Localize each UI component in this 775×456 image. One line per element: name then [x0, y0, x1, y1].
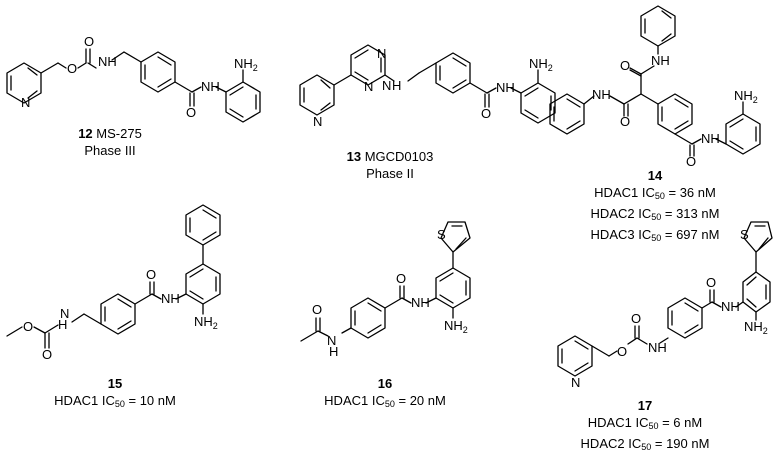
ic50-line: HDAC1 IC50 = 36 nM — [594, 185, 716, 201]
compound-status: Phase III — [84, 143, 136, 158]
atom-label-n: N — [382, 78, 391, 93]
atom-label-h: H — [329, 344, 338, 359]
atom-label-o: O — [67, 61, 77, 76]
atom-label-nh2: NH2 — [194, 314, 218, 331]
compound-number: 13 — [346, 149, 362, 164]
atom-label-nh2: NH2 — [734, 88, 758, 105]
atom-label-nh: NH — [201, 79, 220, 94]
structure-15 — [6, 204, 221, 349]
ic50-line: HDAC1 IC50 = 10 nM — [54, 393, 176, 409]
atom-label-s: S — [437, 227, 446, 242]
atom-label-n: N — [313, 114, 322, 129]
atom-label-o: O — [620, 114, 630, 129]
atom-label-nh: NH — [98, 54, 117, 69]
structure-13 — [299, 44, 556, 124]
atom-label-o: O — [706, 275, 716, 290]
atom-label-o: O — [42, 347, 52, 362]
atom-label-nh2: NH2 — [744, 319, 768, 336]
compound-number: 12 — [78, 126, 93, 141]
atom-label-nh: H — [58, 317, 67, 332]
atom-label-nh: NH — [701, 131, 720, 146]
atom-label-o: O — [631, 311, 641, 326]
atom-label-nh: NH — [651, 53, 670, 68]
compound-number: 17 — [637, 398, 653, 413]
atom-label-n: N — [60, 306, 69, 321]
atom-label-o: O — [84, 34, 94, 49]
atom-label-nh: NH — [648, 340, 667, 355]
structure-16 — [300, 221, 471, 342]
atom-label-o: O — [617, 344, 627, 359]
caption-13: 13 MGCD0103 Phase II — [325, 148, 455, 182]
atom-label-o: O — [146, 267, 156, 282]
atom-label-n: N — [21, 95, 30, 110]
structure-17 — [557, 221, 773, 377]
atom-label-o: O — [23, 319, 33, 334]
atom-label-o: O — [186, 105, 196, 120]
atom-label-nh2: NH2 — [529, 56, 553, 73]
ic50-line: HDAC1 IC50 = 6 nM — [587, 415, 703, 431]
caption-12: 12 MS-275 Phase III — [55, 125, 165, 159]
atom-label-s: S — [740, 227, 749, 242]
atom-label-n: N — [377, 46, 386, 61]
structure-12 — [6, 48, 261, 123]
atom-label-nh: H — [392, 78, 401, 93]
atom-label-nh: NH — [411, 295, 430, 310]
compound-number: 16 — [377, 376, 393, 391]
ic50-line: HDAC1 IC50 = 20 nM — [324, 393, 446, 409]
atom-label-nh: NH — [721, 299, 740, 314]
structure-14 — [549, 5, 761, 157]
caption-14: 14 HDAC1 IC50 = 36 nM HDAC2 IC50 = 313 n… — [580, 167, 730, 247]
atom-label-nh2: NH2 — [444, 318, 468, 335]
compound-number: 14 — [647, 168, 663, 183]
caption-15: 15 HDAC1 IC50 = 10 nM — [45, 375, 185, 413]
atom-label-n: N — [571, 375, 580, 390]
atom-label-o: O — [686, 154, 696, 169]
atom-label-nh: NH — [161, 291, 180, 306]
caption-16: 16 HDAC1 IC50 = 20 nM — [315, 375, 455, 413]
atom-label-nh: NH — [496, 80, 515, 95]
compound-status: Phase II — [366, 166, 414, 181]
ic50-line: HDAC2 IC50 = 313 nM — [590, 206, 720, 222]
compound-number: 15 — [107, 376, 123, 391]
atom-label-n: N — [364, 79, 373, 94]
atom-label-nh: NH — [592, 87, 611, 102]
ic50-line: HDAC3 IC50 = 697 nM — [590, 227, 720, 243]
atom-label-o: O — [396, 271, 406, 286]
atom-label-nh2: NH2 — [234, 56, 258, 73]
atom-label-n: N — [327, 333, 336, 348]
caption-17: 17 HDAC1 IC50 = 6 nM HDAC2 IC50 = 190 nM — [570, 397, 720, 456]
compound-name: MS-275 — [96, 126, 142, 141]
atom-label-o: O — [312, 302, 322, 317]
ic50-line: HDAC2 IC50 = 190 nM — [580, 436, 710, 452]
atom-label-o: O — [620, 58, 630, 73]
compound-name: MGCD0103 — [364, 149, 434, 164]
atom-label-o: O — [481, 106, 491, 121]
